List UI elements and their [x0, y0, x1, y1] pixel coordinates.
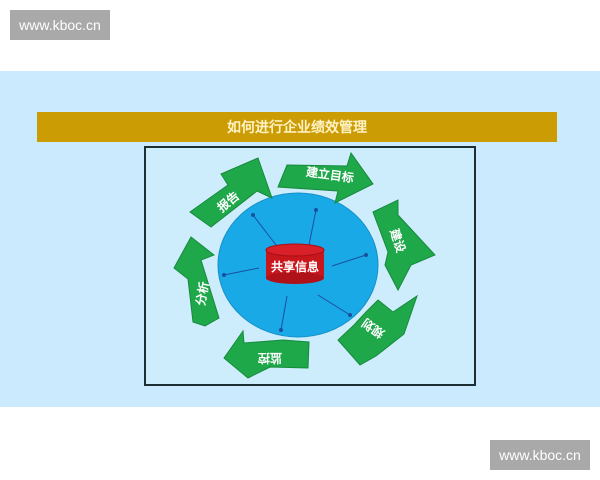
arrow-report: [189, 157, 273, 228]
watermark-top-left: www.kboc.cn: [10, 10, 110, 40]
arrow-plan: [337, 294, 418, 366]
step-label-monitor: 监控: [258, 351, 283, 365]
diagram-title: 如何进行企业绩效管理: [37, 112, 557, 142]
arrow-monitor: [223, 329, 310, 379]
spoke-arrows: [222, 208, 368, 332]
watermark-bottom-right: www.kboc.cn: [490, 440, 590, 470]
arrow-analyze: [173, 236, 220, 327]
database-cylinder-icon: [265, 243, 325, 284]
arrow-build: [372, 199, 436, 292]
arrow-set-goals: [277, 151, 374, 204]
center-label-shared-info: 共享信息: [270, 260, 319, 274]
